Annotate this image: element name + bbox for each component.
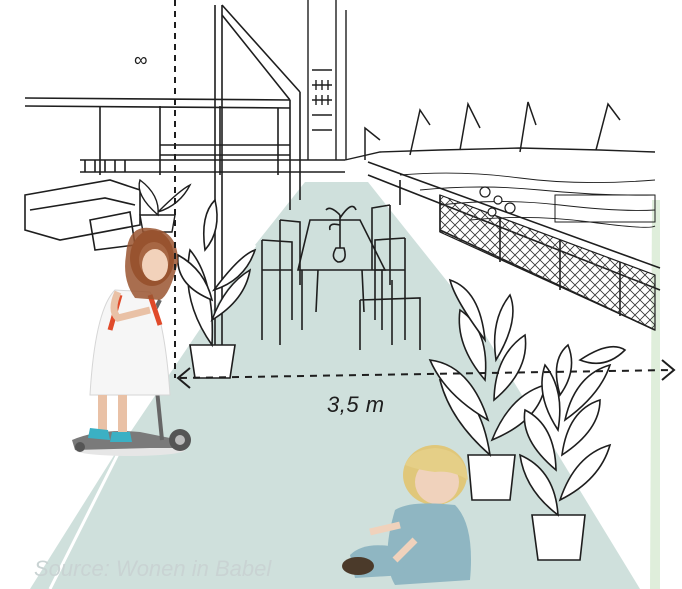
source-caption: Source: Wonen in Babel xyxy=(34,556,271,582)
lounge-sofa xyxy=(25,180,140,250)
green-edge-strip xyxy=(650,200,660,589)
tall-building xyxy=(308,0,346,160)
terrace-width-label: 3,5 m xyxy=(327,392,385,418)
height-infinity-label: ∞ xyxy=(134,50,148,72)
potted-plant-small xyxy=(139,180,190,232)
